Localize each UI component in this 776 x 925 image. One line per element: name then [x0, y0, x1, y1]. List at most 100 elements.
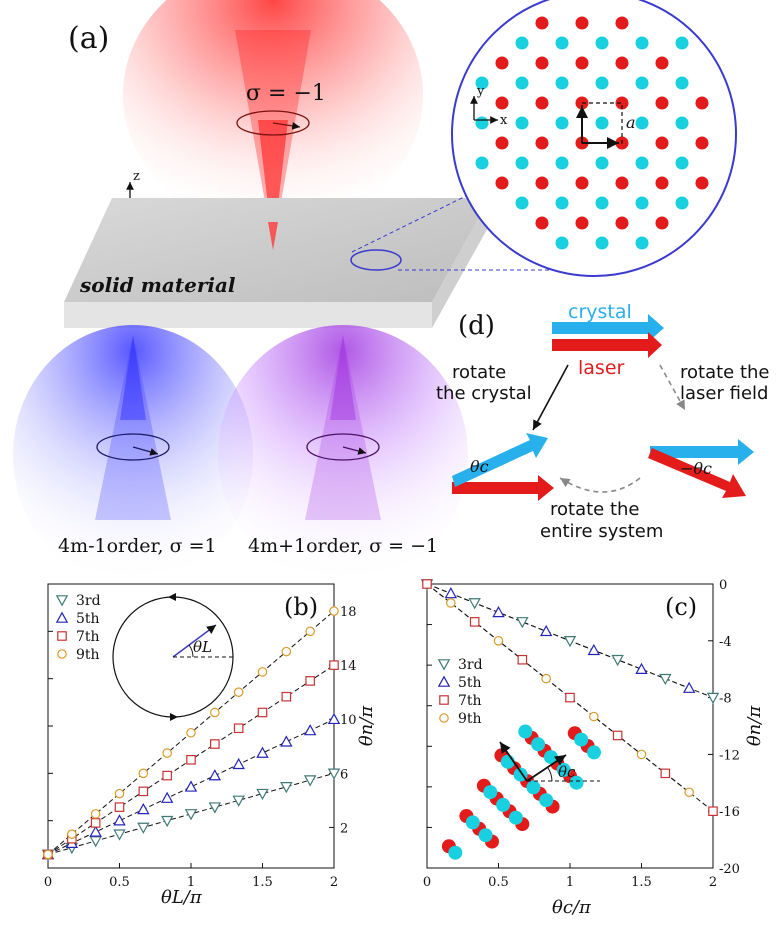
point-9th: [162, 748, 172, 758]
lattice-atom-red: [535, 176, 549, 190]
lattice-atom-cyan: [635, 236, 649, 250]
point-3rd: [303, 775, 317, 787]
lattice-atom-red: [535, 216, 549, 230]
legend-marker-5th: [437, 675, 451, 687]
point-5th: [682, 681, 696, 693]
zoom-line-top: [351, 194, 469, 253]
lattice-atom-red: [615, 216, 629, 230]
point-3rd: [280, 782, 293, 794]
legend-label-3rd: 3rd: [458, 657, 483, 673]
lattice-atom-cyan: [675, 196, 689, 210]
lattice-atom-cyan: [475, 156, 489, 170]
point-7th: [281, 691, 292, 702]
output-right-label: 4m+1order, σ = −1: [248, 535, 438, 557]
y-tick-label: -20: [719, 862, 740, 877]
rotate-crystal-line2: the crystal: [436, 383, 532, 404]
output-blue-polarization-ellipse: [96, 433, 170, 461]
inset-atom-cyan: [539, 793, 554, 808]
point-9th: [305, 626, 315, 637]
crystal-label: crystal: [568, 301, 632, 323]
inset-atom-cyan: [569, 775, 584, 790]
panel-a: (a) σ = −1 z y x solid material: [13, 0, 615, 585]
lattice-atom-cyan: [675, 116, 689, 130]
lattice-atom-cyan: [675, 36, 689, 50]
chart-c-xlabel: θc/π: [552, 897, 592, 918]
point-7th: [138, 786, 149, 797]
x-tick-label: 0.5: [109, 875, 130, 890]
incident-focus: [268, 222, 278, 250]
lattice-atom-red: [615, 96, 629, 110]
point-9th: [90, 809, 101, 819]
lattice-atom-cyan: [595, 156, 609, 170]
point-7th: [422, 579, 432, 589]
point-3rd: [137, 822, 150, 834]
inset-atom-cyan: [448, 845, 463, 860]
point-7th: [469, 617, 480, 627]
inset-atom-cyan: [587, 745, 601, 760]
inset-atom-cyan: [483, 785, 498, 800]
lattice-atom-cyan: [555, 196, 569, 210]
point-9th: [493, 635, 504, 646]
lattice-atom-red: [655, 136, 669, 150]
inset-atom-cyan: [496, 797, 511, 812]
y-tick-label: -12: [719, 748, 740, 763]
lattice-atom-cyan: [515, 36, 529, 50]
lattice-atom-red: [655, 216, 669, 230]
chart-c-inset-label: θc: [558, 763, 576, 781]
output-violet-core: [330, 335, 356, 420]
point-3rd: [113, 829, 126, 841]
point-3rd: [184, 809, 198, 821]
point-5th: [256, 746, 269, 758]
point-7th: [257, 707, 268, 718]
point-3rd: [516, 617, 529, 629]
y-tick-label: 10: [340, 713, 357, 728]
crystal-arrow-right: [650, 439, 754, 465]
point-3rd: [563, 635, 577, 648]
lattice-dots: [475, 16, 709, 250]
lattice-atom-cyan: [635, 156, 649, 170]
lattice-atom-red: [655, 96, 669, 110]
lattice-atom-cyan: [515, 196, 529, 210]
crystal-arrow-left: [452, 433, 548, 487]
point-7th: [162, 770, 172, 781]
output-left-label: 4m-1order, σ =1: [58, 535, 217, 557]
lattice-atom-cyan: [555, 36, 569, 50]
lattice-atom-red: [495, 56, 509, 70]
point-5th: [232, 757, 245, 770]
x-tick-label: 1: [187, 875, 195, 890]
y-tick-label: -16: [719, 805, 740, 820]
point-3rd: [232, 795, 245, 807]
laser-arrow-right: [648, 448, 746, 498]
lattice-atom-red: [535, 16, 549, 30]
point-9th: [329, 606, 339, 616]
inset-atom-cyan: [526, 780, 541, 795]
inset-atom-cyan: [531, 737, 546, 752]
point-5th: [89, 825, 102, 837]
lattice-atom-red: [575, 216, 589, 230]
point-9th: [67, 829, 77, 839]
lattice-atom-cyan: [515, 156, 529, 170]
lattice-atom-cyan: [515, 76, 529, 90]
point-9th: [281, 646, 292, 657]
legend-marker-3rd: [55, 595, 69, 607]
chart-b-inset: θL: [112, 593, 234, 721]
point-3rd: [256, 788, 269, 801]
point-9th: [233, 687, 244, 697]
inset-atom-cyan: [465, 815, 480, 830]
legend-label-9th: 9th: [76, 647, 100, 663]
x-tick-label: 1.5: [252, 875, 273, 890]
incident-polarization-arrow: [272, 121, 301, 130]
point-7th: [114, 802, 125, 812]
point-5th: [492, 605, 505, 618]
solid-material-label: solid material: [79, 273, 236, 297]
y-tick-label: 18: [340, 605, 357, 620]
lattice-axis-x: x: [500, 113, 508, 128]
incident-beam-core: [258, 120, 288, 248]
point-5th: [160, 791, 174, 803]
rotate-system-arrow: [559, 477, 641, 493]
legend-marker-9th: [439, 713, 449, 723]
lattice-atom-cyan: [555, 236, 569, 250]
point-5th: [539, 624, 553, 637]
